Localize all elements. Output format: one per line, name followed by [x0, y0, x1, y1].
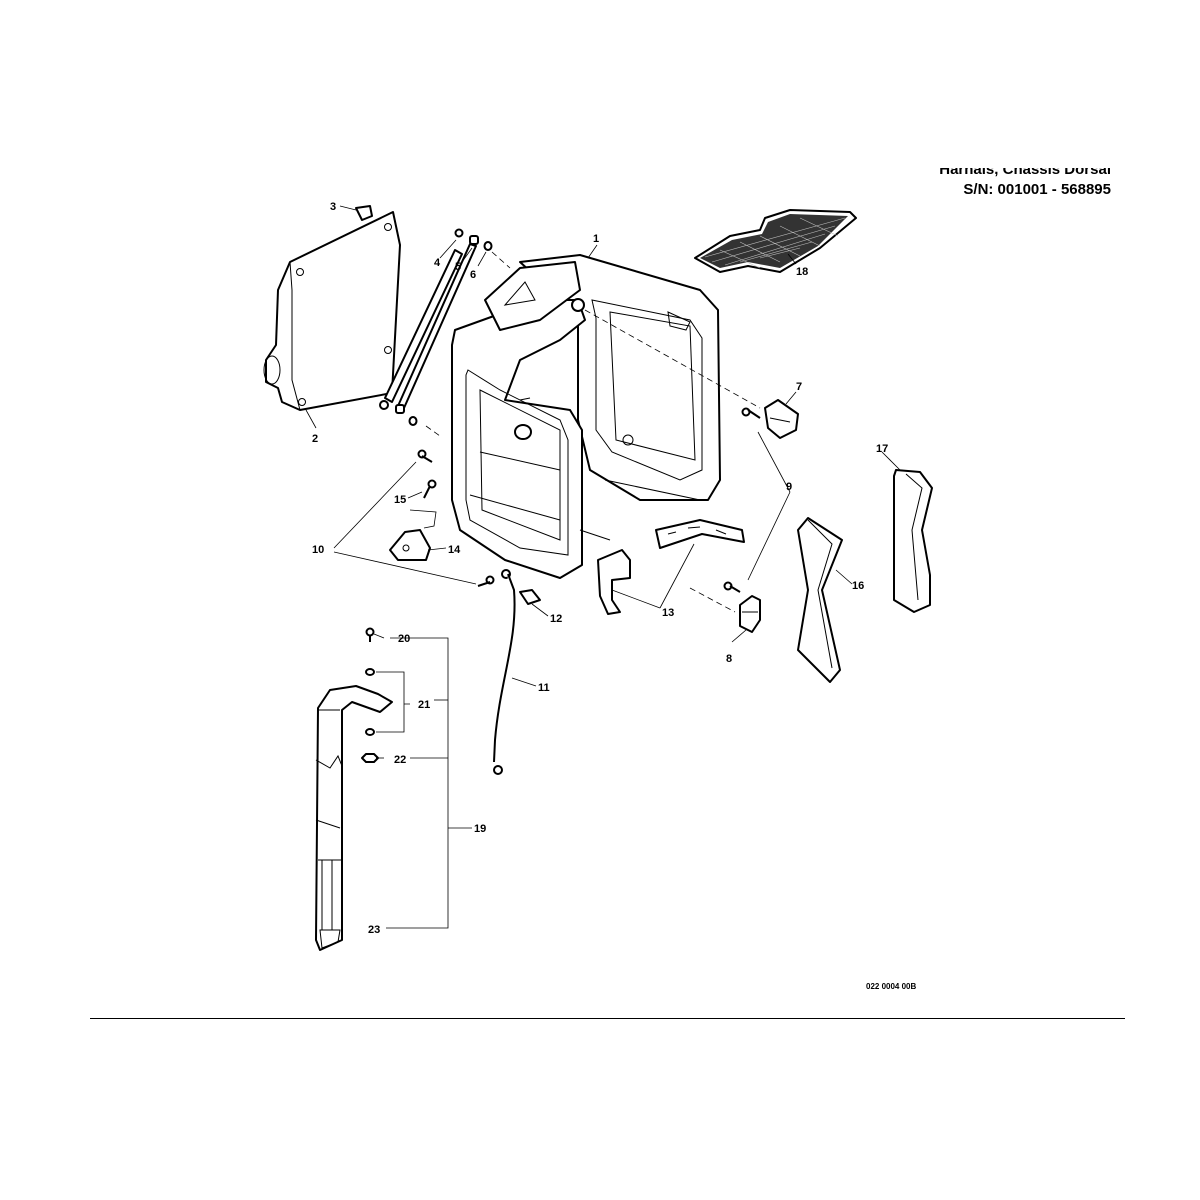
part-20-screw — [365, 627, 375, 642]
part-1-frame — [451, 254, 721, 579]
part-11-cable — [493, 569, 516, 775]
bottom-divider — [90, 1018, 1125, 1019]
callout-9: 9 — [786, 481, 792, 493]
part-3-knob — [355, 205, 373, 221]
drawing-reference-code: 022 0004 00B — [866, 982, 916, 991]
part-14-plate — [389, 529, 431, 561]
callout-17: 17 — [876, 443, 888, 455]
part-16-pad — [797, 517, 843, 683]
part-19-harness-strap — [315, 685, 393, 951]
part-2-back-plate — [263, 211, 401, 411]
part-12-block — [519, 589, 541, 605]
diagram-title: Harnais, Châssis Dorsal S/N: 001001 - 56… — [939, 168, 1111, 200]
callout-13: 13 — [662, 607, 674, 619]
callout-19: 19 — [474, 823, 486, 835]
callout-3: 3 — [330, 201, 336, 213]
part-15-screw — [423, 479, 437, 499]
callout-6: 6 — [470, 269, 476, 281]
callout-5: 5 — [455, 261, 461, 273]
callout-7: 7 — [796, 381, 802, 393]
callout-20: 20 — [398, 633, 410, 645]
callout-21: 21 — [418, 699, 430, 711]
title-line-1: Harnais, Châssis Dorsal — [939, 168, 1111, 178]
callout-2: 2 — [312, 433, 318, 445]
callout-18: 18 — [796, 266, 808, 278]
part-6-washer — [408, 241, 511, 437]
part-17-pad — [893, 469, 933, 613]
callout-22: 22 — [394, 754, 406, 766]
callout-11: 11 — [538, 682, 550, 694]
title-line-1-clipped: Harnais, Châssis Dorsal — [939, 168, 1111, 180]
callout-1: 1 — [593, 233, 599, 245]
part-18-mesh-pad — [694, 209, 857, 273]
part-7-clip — [741, 399, 799, 439]
part-5-nut — [395, 235, 479, 414]
callout-15: 15 — [394, 494, 406, 506]
part-22-nut — [361, 753, 379, 763]
part-10-screws — [417, 449, 495, 587]
part-8-clip — [689, 581, 761, 633]
part-13-bracket — [597, 519, 745, 615]
callout-23: 23 — [368, 924, 380, 936]
part-4-rod — [379, 228, 464, 410]
callout-numbers: 3 2 4 5 6 1 18 7 9 8 17 16 13 12 11 14 1… — [312, 201, 888, 936]
callout-4: 4 — [434, 257, 441, 269]
callout-8: 8 — [726, 653, 732, 665]
callout-16: 16 — [852, 580, 864, 592]
callout-12: 12 — [550, 613, 562, 625]
leader-lines — [305, 205, 901, 929]
callout-10: 10 — [312, 544, 324, 556]
part-21-washers — [365, 668, 375, 736]
serial-number-range: S/N: 001001 - 568895 — [963, 181, 1111, 198]
callout-14: 14 — [448, 544, 461, 556]
